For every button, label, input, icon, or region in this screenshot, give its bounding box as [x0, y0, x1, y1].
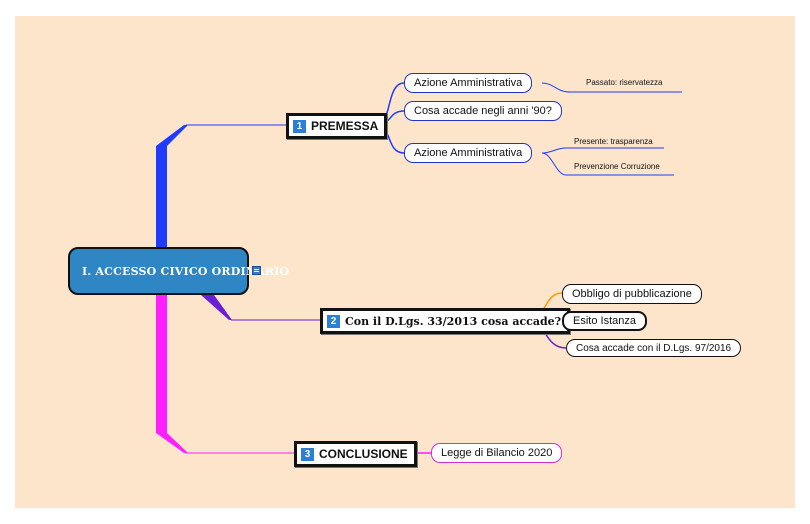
- number-badge: 1: [293, 119, 306, 133]
- leaf-prevenzione-corruzione[interactable]: Prevenzione Corruzione: [574, 162, 660, 171]
- leaf-presente-trasparenza[interactable]: Presente: trasparenza: [574, 137, 653, 146]
- subtopic-label: Azione Amministrativa: [414, 77, 523, 89]
- topic-label: PREMESSA: [311, 119, 379, 133]
- topic-d-lgs-33-2013[interactable]: 2 Con il D.Lgs. 33/2013 cosa accade?: [320, 308, 571, 334]
- subtopic-azione-amministrativa-1[interactable]: Azione Amministrativa: [404, 73, 533, 93]
- subtopic-label: Cosa accade con il D.Lgs. 97/2016: [576, 342, 732, 354]
- subtopic-d-lgs-97-2016[interactable]: Cosa accade con il D.Lgs. 97/2016: [566, 339, 742, 357]
- link-leaf-1: [541, 82, 682, 93]
- central-topic[interactable]: I. ACCESSO CIVICO ORDINARIO: [68, 247, 289, 295]
- subtopic-cosa-accade-anni-90[interactable]: Cosa accade negli anni '90?: [404, 101, 562, 121]
- subtopic-obbligo-pubblicazione[interactable]: Obbligo di pubblicazione: [562, 284, 702, 304]
- subtopic-label: Legge di Bilancio 2020: [441, 447, 553, 459]
- topic-conclusione[interactable]: 3 CONCLUSIONE: [294, 441, 417, 467]
- subtopic-azione-amministrativa-2[interactable]: Azione Amministrativa: [404, 143, 533, 163]
- trunk-d-lgs: [201, 295, 232, 320]
- subtopic-label: Obbligo di pubblicazione: [572, 288, 692, 300]
- subtopic-label: Azione Amministrativa: [414, 147, 523, 159]
- trunk-conclusione: [156, 295, 188, 453]
- subtopic-label: Esito Istanza: [573, 315, 636, 327]
- leaf-passato-riservatezza[interactable]: Passato: riservatezza: [586, 78, 663, 87]
- number-badge: 2: [327, 314, 340, 328]
- link-leaf-3: [541, 152, 674, 176]
- topic-premessa[interactable]: 1 PREMESSA: [286, 113, 388, 139]
- subtopic-esito-istanza[interactable]: Esito Istanza: [562, 311, 647, 331]
- subtopic-legge-bilancio-2020[interactable]: Legge di Bilancio 2020: [431, 443, 563, 463]
- subtopic-label: Cosa accade negli anni '90?: [414, 105, 552, 117]
- topic-label: CONCLUSIONE: [319, 447, 408, 461]
- trunk-premessa: [156, 125, 188, 248]
- topic-label: Con il D.Lgs. 33/2013 cosa accade?: [345, 314, 562, 328]
- number-badge: 3: [301, 447, 314, 461]
- link-leaf-2: [541, 147, 664, 154]
- note-icon[interactable]: [252, 266, 261, 275]
- central-topic-label: I. ACCESSO CIVICO ORDINARIO: [82, 264, 290, 278]
